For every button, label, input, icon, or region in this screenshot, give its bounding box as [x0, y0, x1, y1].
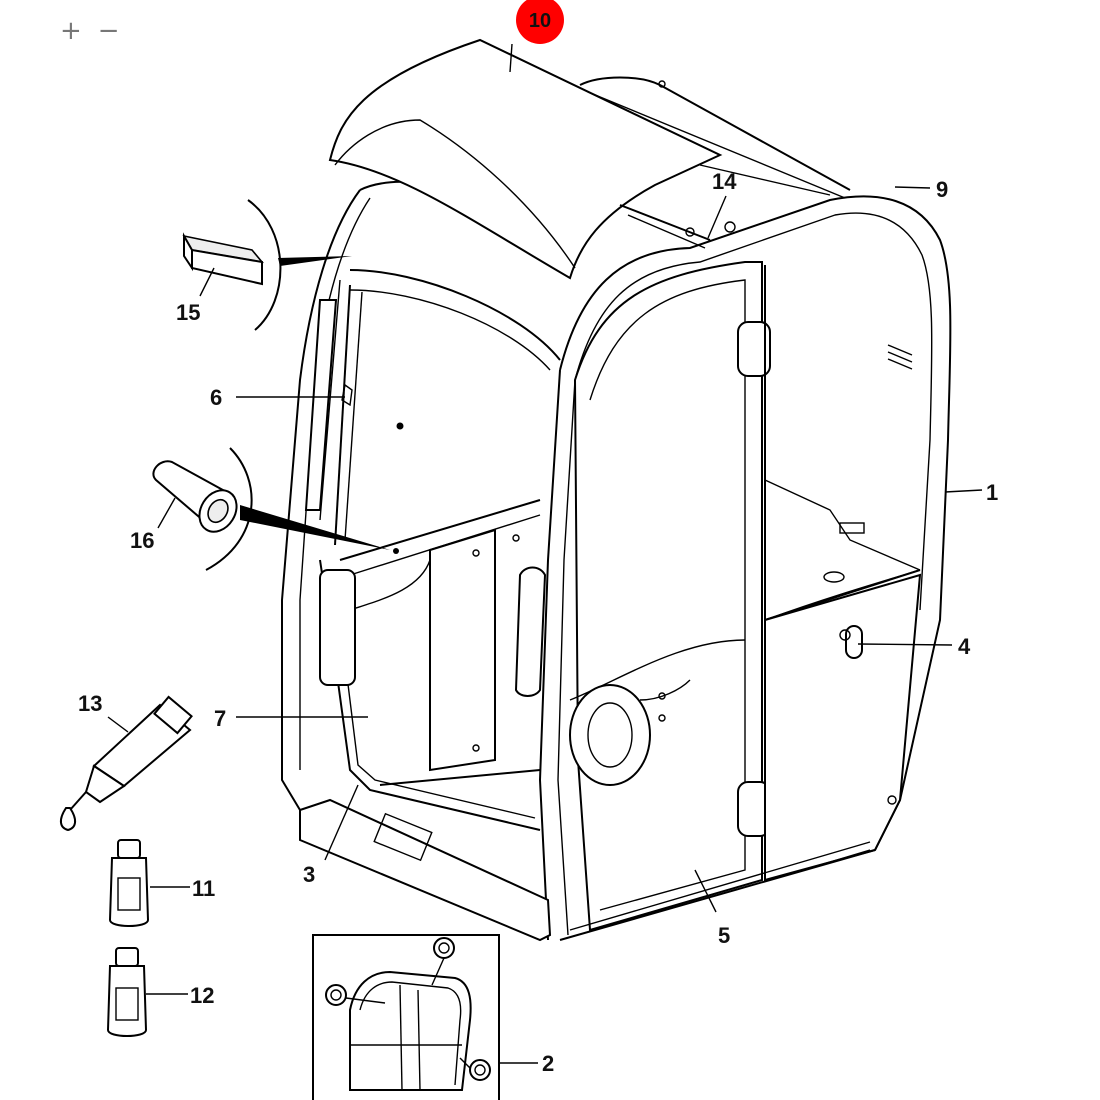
zoom-controls: + −	[58, 16, 122, 46]
callout-15[interactable]: 15	[176, 300, 200, 325]
callout-13[interactable]: 13	[78, 691, 102, 716]
callout-6[interactable]: 6	[210, 385, 222, 410]
callout-3[interactable]: 3	[303, 862, 315, 887]
callout-16[interactable]: 16	[130, 528, 154, 553]
callout-11[interactable]: 11	[192, 876, 215, 901]
callout-1[interactable]: 1	[986, 480, 998, 505]
detail-view-15	[182, 199, 352, 331]
callout-14[interactable]: 14	[712, 169, 737, 194]
callout-12[interactable]: 12	[190, 983, 214, 1008]
inset-kit-2	[312, 934, 500, 1100]
callout-9[interactable]: 9	[936, 177, 948, 202]
bottle-11	[108, 839, 150, 927]
callout-10: 10	[529, 10, 551, 32]
cab-illustration	[281, 38, 952, 942]
callout-5[interactable]: 5	[718, 923, 730, 948]
zoom-in-button[interactable]: +	[60, 16, 82, 46]
detail-view-13-tube	[60, 695, 193, 832]
callout-4[interactable]: 4	[958, 634, 971, 659]
callout-labels: 1 2 3 4 5 6 7 9 11 12 13 14 15 16	[78, 169, 998, 1076]
leader-lines	[107, 43, 983, 1064]
zoom-out-button[interactable]: −	[97, 16, 120, 46]
highlight-marker-10[interactable]: 10	[516, 0, 564, 44]
detail-view-16	[152, 447, 390, 571]
callout-2[interactable]: 2	[542, 1051, 554, 1076]
callout-7[interactable]: 7	[214, 706, 226, 731]
highlight-circle	[516, 0, 564, 44]
bottle-12	[106, 947, 148, 1037]
